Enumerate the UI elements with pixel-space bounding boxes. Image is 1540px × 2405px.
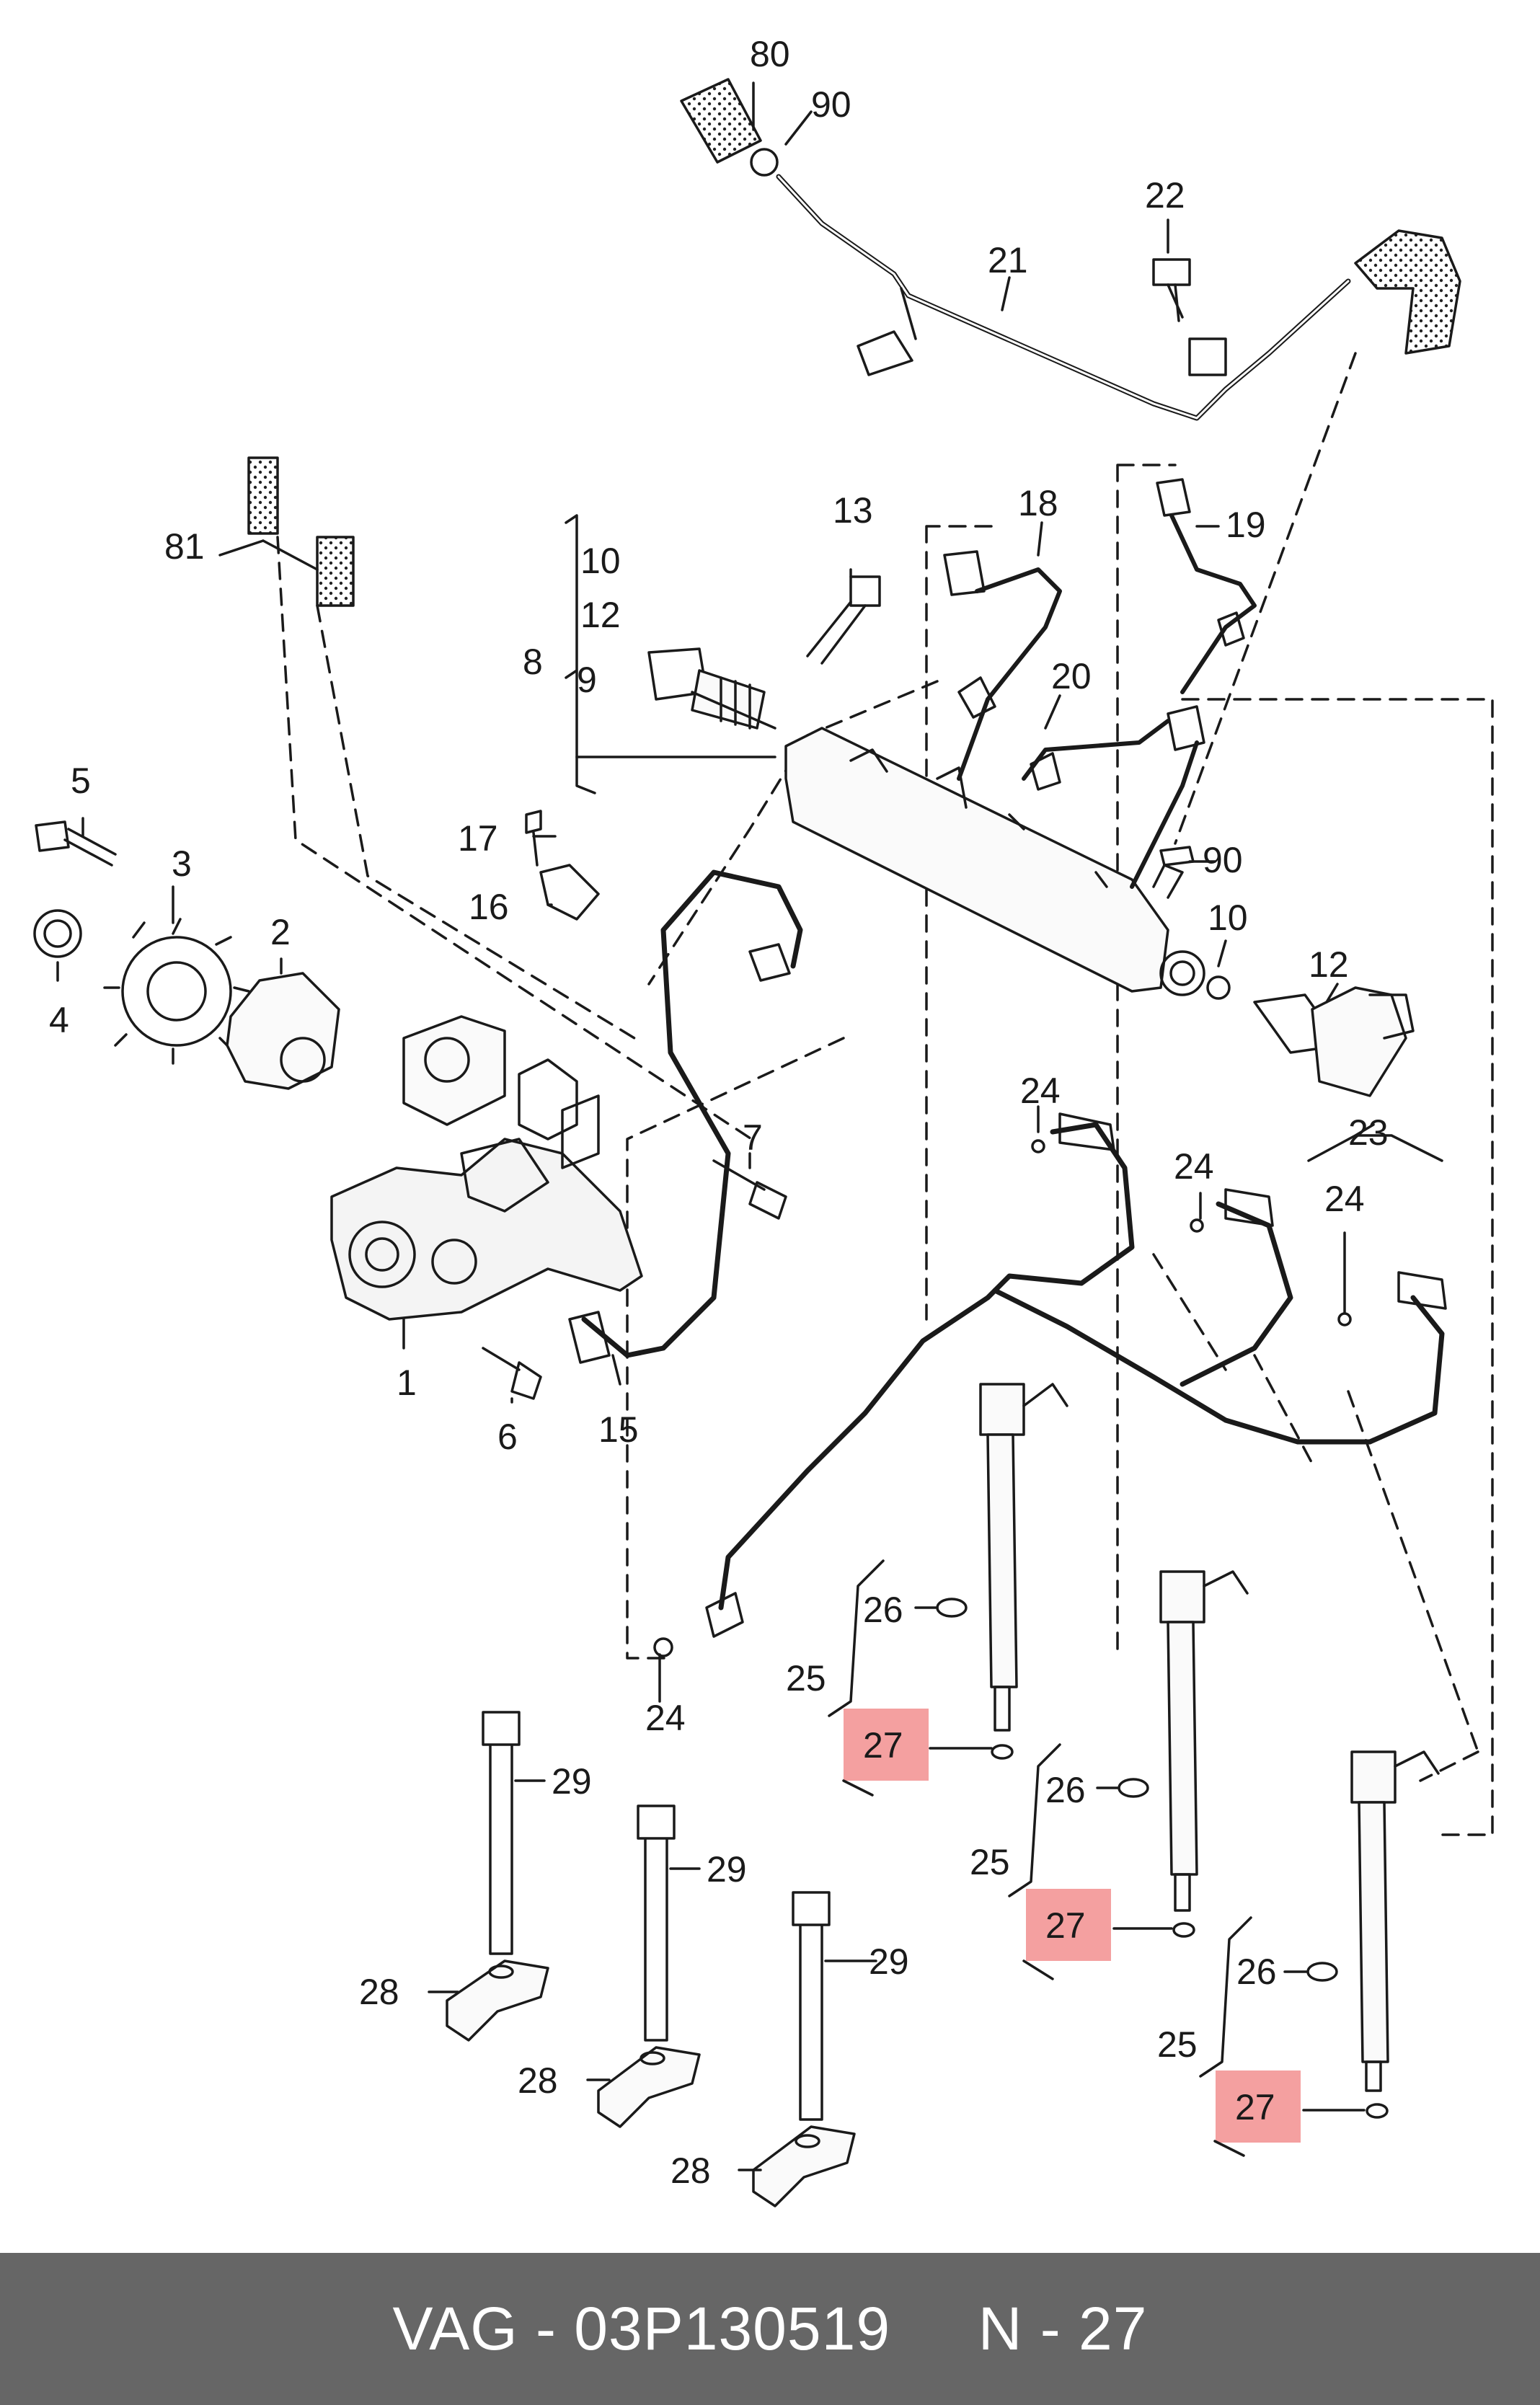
callout-19: 19 <box>1226 505 1266 545</box>
callout-25-a: 25 <box>786 1658 826 1698</box>
callout-5: 5 <box>71 761 91 801</box>
line-art <box>33 78 1494 2207</box>
callout-8: 8 <box>523 642 543 682</box>
callout-20: 20 <box>1051 656 1092 696</box>
callout-23: 23 <box>1348 1112 1389 1153</box>
callout-1: 1 <box>397 1363 417 1403</box>
callout-18: 18 <box>1018 483 1058 523</box>
highlight-27-b <box>1026 1889 1111 1961</box>
callout-26-c: 26 <box>1236 1952 1277 1992</box>
callout-21: 21 <box>988 240 1028 280</box>
callout-13: 13 <box>833 490 873 531</box>
callout-25-c: 25 <box>1157 2024 1198 2065</box>
callout-29-b: 29 <box>707 1849 747 1890</box>
highlight-27-c <box>1216 2070 1301 2143</box>
highlight-boxes <box>844 1709 1301 2143</box>
parts-diagram: 80 90 22 21 81 13 18 19 10 12 8 9 20 5 1… <box>33 34 1494 2207</box>
callout-27-b: 27 <box>1045 1905 1086 1946</box>
callout-26-b: 26 <box>1045 1770 1086 1810</box>
callout-80: 80 <box>750 34 790 74</box>
callout-28-a: 28 <box>359 1972 399 2012</box>
callout-9: 9 <box>577 660 597 700</box>
callout-26-a: 26 <box>863 1590 903 1630</box>
callout-16: 16 <box>469 887 509 927</box>
callout-24-b: 24 <box>1174 1146 1214 1187</box>
highlight-27-a <box>844 1709 929 1781</box>
callout-90-lower: 90 <box>1203 840 1243 880</box>
callout-4: 4 <box>49 1000 69 1040</box>
part-number-label: VAG - 03P130519 N - 27 <box>392 2295 1148 2362</box>
callout-29-c: 29 <box>869 1941 909 1982</box>
callout-12-group: 12 <box>580 595 621 635</box>
callout-24-d: 24 <box>645 1698 686 1738</box>
callout-15: 15 <box>598 1409 639 1450</box>
callout-28-c: 28 <box>671 2151 711 2191</box>
callout-3: 3 <box>172 843 192 884</box>
callout-27-a: 27 <box>863 1725 903 1766</box>
callout-90: 90 <box>811 84 851 125</box>
callout-24-c: 24 <box>1324 1179 1365 1219</box>
footer-bar: VAG - 03P130519 N - 27 <box>0 2253 1540 2405</box>
callout-17: 17 <box>458 818 498 859</box>
callout-24-a: 24 <box>1020 1071 1061 1111</box>
callout-29-a: 29 <box>552 1761 592 1802</box>
callout-labels: 80 90 22 21 81 13 18 19 10 12 8 9 20 5 1… <box>49 34 1389 2191</box>
callout-27-c: 27 <box>1235 2087 1275 2127</box>
callout-6: 6 <box>497 1417 518 1457</box>
callout-81: 81 <box>164 526 205 567</box>
callout-28-b: 28 <box>518 2060 558 2101</box>
callout-7: 7 <box>743 1117 763 1158</box>
callout-10: 10 <box>1208 898 1248 938</box>
callout-2: 2 <box>270 912 291 952</box>
callout-25-b: 25 <box>970 1842 1010 1882</box>
callout-22: 22 <box>1145 175 1185 216</box>
callout-12: 12 <box>1309 944 1349 985</box>
callout-10-group: 10 <box>580 541 621 581</box>
